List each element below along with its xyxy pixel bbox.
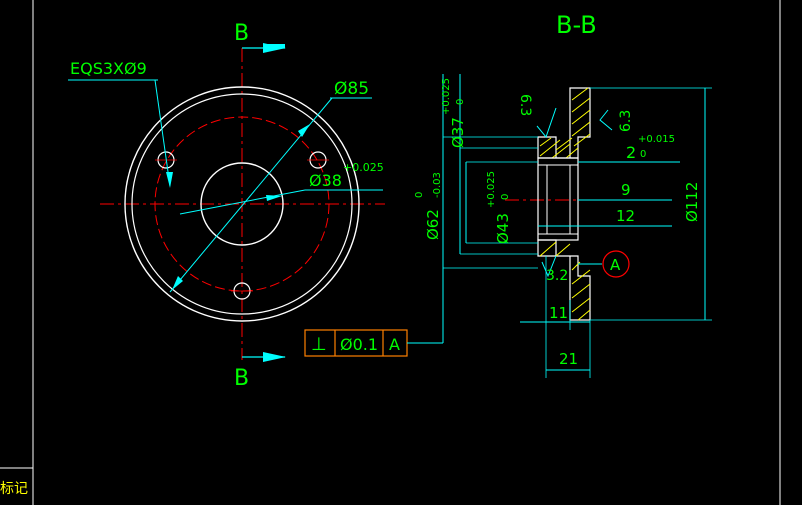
section-marker-top: B <box>234 21 249 46</box>
dim-11: 11 <box>549 304 568 322</box>
section-marker-bottom: B <box>234 366 249 391</box>
dim-bore-tol: +0.025 <box>343 161 384 174</box>
dim-outer-diameter: Ø85 <box>334 79 369 99</box>
section-arrow-bottom-head <box>263 352 286 362</box>
dim-2: 2 <box>626 143 636 162</box>
dim-outer-arrow <box>298 124 310 137</box>
front-view: B B EQS3XØ9 Ø85 Ø38 +0.025 <box>68 21 385 391</box>
outer-circle <box>124 86 360 322</box>
dim-hub-tol-lower: -0.03 <box>432 172 443 198</box>
dim-d37-tol-lower: 0 <box>455 99 466 105</box>
datum-label: A <box>610 256 621 274</box>
roughness-symbol-left <box>536 107 557 139</box>
roughness-symbol-bottom <box>541 255 557 278</box>
dim-hub: Ø62 <box>424 209 442 240</box>
corner-text: 标记 <box>0 481 28 497</box>
dim-2-tol-upper: +0.015 <box>638 134 675 145</box>
dim-d112: Ø112 <box>683 182 701 222</box>
bore-circle <box>200 162 284 246</box>
section-hatch-upper <box>537 87 591 159</box>
geometric-tolerance-frame: ⊥ Ø0.1 A <box>304 268 444 357</box>
section-view: B-B Ø62 0 -0.03 Ø37 +0.025 0 <box>414 11 712 378</box>
section-arrow-top-head2 <box>263 43 286 53</box>
dim-d37-tol-upper: +0.025 <box>441 78 452 115</box>
gtol-symbol: ⊥ <box>311 334 327 355</box>
dim-outer-arrow2 <box>172 276 183 290</box>
hole-callout-arrow <box>166 172 173 188</box>
hatch-lines-upper <box>539 87 591 159</box>
dim-9: 9 <box>621 181 631 199</box>
rough-right: 6.3 <box>618 110 634 132</box>
dim-d37: Ø37 <box>449 117 467 148</box>
dim-21: 21 <box>559 350 578 368</box>
dim-bore: Ø38 <box>309 171 342 190</box>
section-bore <box>537 157 579 241</box>
gtol-datum: A <box>389 335 400 354</box>
datum-circle <box>602 250 630 278</box>
pitch-circle <box>154 116 330 292</box>
hole-callout-leader <box>154 79 171 187</box>
section-hatch-lower <box>537 239 591 321</box>
dim-d43-tol-upper: +0.025 <box>486 171 497 208</box>
section-title: B-B <box>556 11 597 39</box>
dim-12: 12 <box>616 207 635 225</box>
rough-left: 6.3 <box>517 94 533 116</box>
hatch-lines-lower <box>539 241 591 321</box>
outer-chamfer-circle <box>131 93 353 315</box>
dim-bore-arrow <box>266 195 282 201</box>
dim-bore-leader <box>179 189 306 215</box>
roughness-symbol-right <box>599 109 613 131</box>
gtol-value: Ø0.1 <box>340 335 378 354</box>
hole-callout: EQS3XØ9 <box>70 59 147 78</box>
dim-hub-tol-upper: 0 <box>414 192 425 198</box>
rough-bottom: 3.2 <box>546 268 568 284</box>
dim-d43: Ø43 <box>494 213 512 244</box>
dim-d43-tol-lower: 0 <box>500 194 511 200</box>
dim-2-tol-lower: 0 <box>640 149 646 160</box>
